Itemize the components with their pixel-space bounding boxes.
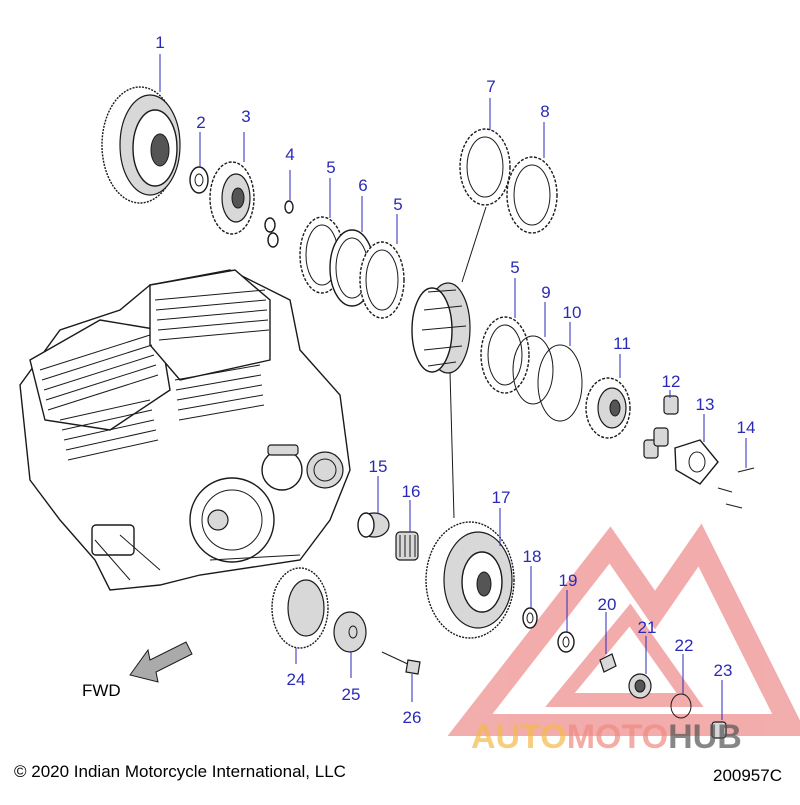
callout-19: 19 <box>559 571 578 590</box>
callout-10: 10 <box>563 303 582 322</box>
watermark-logo <box>447 523 800 736</box>
drawing-number: 200957C <box>712 766 782 785</box>
part-10-spring-ring <box>537 344 583 422</box>
callout-25: 25 <box>342 685 361 704</box>
part-8-plate <box>506 156 558 234</box>
part-5-friction-plate-b <box>359 241 405 319</box>
fwd-arrow-icon <box>129 641 193 683</box>
callouts: 1 2 3 4 5 6 5 7 8 5 9 10 11 12 13 14 15 <box>155 33 755 727</box>
callout-13: 13 <box>696 395 715 414</box>
svg-text:AUTOMOTOHUB: AUTOMOTOHUB <box>471 718 742 756</box>
part-18-washer <box>522 607 538 629</box>
part-22-snap-ring <box>670 693 692 719</box>
part-23-pin <box>711 721 727 739</box>
callout-5c: 5 <box>510 258 519 277</box>
callout-18: 18 <box>523 547 542 566</box>
callout-24: 24 <box>287 670 306 689</box>
part-1-drive-gear <box>101 86 181 204</box>
callout-23: 23 <box>714 661 733 680</box>
callout-9: 9 <box>541 283 550 302</box>
part-14-bolts <box>717 467 755 509</box>
part-12-springs <box>643 395 679 459</box>
callout-14: 14 <box>737 418 756 437</box>
callout-22: 22 <box>675 636 694 655</box>
part-21-bearing <box>628 673 652 699</box>
callout-7: 7 <box>486 77 495 96</box>
callout-5a: 5 <box>326 158 335 177</box>
callout-20: 20 <box>598 595 617 614</box>
copyright-notice: © 2020 Indian Motorcycle International, … <box>14 762 346 781</box>
part-4-rings <box>264 200 294 248</box>
callout-2: 2 <box>196 113 205 132</box>
part-3-clutch-hub <box>209 161 255 235</box>
part-7-plate <box>459 128 511 206</box>
callout-17: 17 <box>492 488 511 507</box>
fwd-label: FWD <box>82 681 121 700</box>
callout-21: 21 <box>638 618 657 637</box>
callout-6: 6 <box>358 176 367 195</box>
part-26-bolt <box>381 651 421 675</box>
callout-15: 15 <box>369 457 388 476</box>
part-13-retainer-plate <box>674 439 719 485</box>
part-16-needle-bearing <box>395 531 419 561</box>
part-25-disc <box>333 611 367 653</box>
explode-lines <box>449 206 487 519</box>
part-15-bushing <box>357 512 390 538</box>
callout-5b: 5 <box>393 195 402 214</box>
callout-1: 1 <box>155 33 164 52</box>
part-2-washer <box>189 166 209 194</box>
part-5-friction-plate-c <box>480 316 530 394</box>
watermark-text: AUTOMOTOHUB <box>471 718 742 756</box>
callout-4: 4 <box>285 145 294 164</box>
callout-12: 12 <box>662 372 681 391</box>
callout-8: 8 <box>540 102 549 121</box>
part-20-nut <box>599 653 617 673</box>
part-19-washer <box>557 631 575 653</box>
callout-3: 3 <box>241 107 250 126</box>
callout-16: 16 <box>402 482 421 501</box>
clutch-plate-pack <box>411 282 471 374</box>
part-9-wire-ring <box>512 335 554 405</box>
part-24-gear <box>271 567 329 649</box>
callout-11: 11 <box>613 334 631 353</box>
part-11-pressure-plate <box>585 377 631 439</box>
engine-illustration <box>19 269 351 591</box>
part-17-clutch-basket <box>425 521 515 639</box>
callout-26: 26 <box>403 708 422 727</box>
